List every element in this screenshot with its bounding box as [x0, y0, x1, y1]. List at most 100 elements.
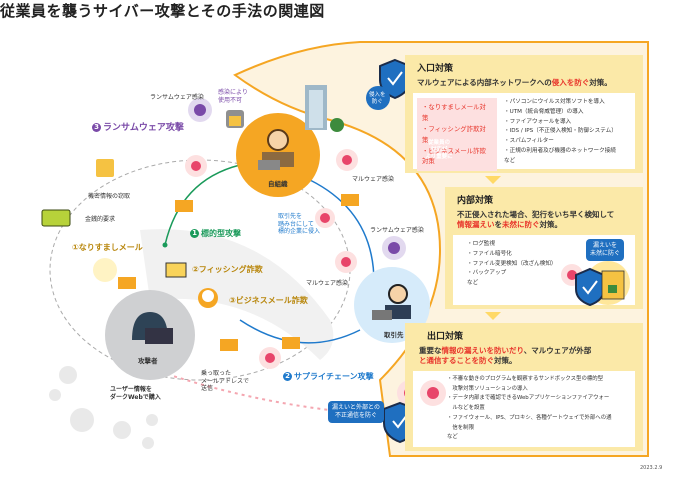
list-item: ルなどを設置	[447, 405, 485, 412]
text-run: 対策。	[589, 78, 612, 87]
employee-icon	[267, 129, 289, 151]
hijacked-mail-label: 乗っ取ったメールアドレスで送信	[201, 370, 249, 393]
hacker-icon	[70, 408, 94, 432]
list-item: 攻撃対策ソリューションの導入	[447, 385, 528, 392]
list-item: ・ファイル変更検知（改ざん検知）	[467, 260, 557, 267]
list-item: ・なりすましメール対策	[422, 103, 486, 122]
text-line: 乗っ取った	[201, 370, 232, 377]
self-org-label: 自組織	[268, 180, 288, 188]
phishing-label: ②フィッシング詐欺	[192, 265, 263, 274]
list-item: ・フィッシング詐欺対策	[422, 124, 486, 144]
text-line: 従業員の	[427, 140, 450, 146]
employee-measures-box: ・なりすましメール対策 ・フィッシング詐欺対策 ・ビジネスメール詐欺対策	[417, 98, 497, 172]
arrow-down-icon	[485, 176, 501, 184]
list-item: ・ビジネスメール詐欺対策	[422, 146, 486, 166]
text-line: 送信	[201, 385, 214, 392]
text-run: 侵入を防ぐ	[551, 78, 590, 87]
exit-heading: 出口対策	[427, 332, 464, 342]
locked-folder-icon	[96, 159, 114, 177]
mail-icon	[175, 200, 193, 212]
phishing-mail-icon	[165, 262, 187, 278]
entrance-heading: 入口対策	[417, 64, 454, 74]
mail-icon	[282, 337, 300, 349]
list-item: ・パソコンにウイルス対策ソフトを導入	[504, 99, 605, 105]
text-run: 情報漏えい	[457, 220, 495, 230]
malware-infection-partner-label: マルウェア感染	[306, 280, 349, 287]
text-line: ユーザー情報を	[110, 386, 152, 393]
hacker-icon	[146, 414, 158, 426]
text-line: 不正通信を防ぐ	[334, 412, 377, 420]
entrance-measures-panel: 入口対策 マルウェアによる内部ネットワークへの侵入を防ぐ対策。 ・なりすましメー…	[405, 55, 643, 173]
text-line: 対応が	[430, 147, 448, 154]
hacker-icon	[142, 437, 154, 449]
text-run: 未然に防ぐ	[502, 220, 540, 230]
partner-person-icon	[388, 284, 408, 304]
list-item: ・データ内部まで確認できるWebアプリケーションファイアウォー	[447, 395, 610, 402]
text-line: 感染により	[218, 89, 248, 96]
leak-return-arrow	[169, 374, 391, 416]
list-item: ・バックアップ	[467, 270, 507, 277]
employee-note: 従業員の 対応が より重要に	[425, 140, 453, 161]
entrance-description: マルウェアによる内部ネットワークへの侵入を防ぐ対策。	[417, 78, 612, 88]
text-line: 不正侵入された場合、犯行をいち早く検知して	[457, 210, 615, 219]
list-item: ・ログ監視	[467, 241, 495, 247]
text-line: 侵入を	[369, 92, 386, 98]
prevent-intrusion-label: 侵入を防ぐ	[369, 92, 386, 106]
list-item: ・ファイル暗号化	[467, 250, 512, 257]
text-run: マルウェアによる内部ネットワークへの	[417, 78, 552, 87]
unusable-label: 感染により使用不可	[218, 89, 248, 104]
list-item: ・不審な動きのプログラムを観察するサンドボックス型の標的型	[447, 376, 604, 382]
text-run: 重要な	[419, 346, 442, 355]
text-run: を	[494, 220, 503, 230]
exit-measures-panel: 出口対策 重要な情報の漏えいを防いだり、マルウェアが外部 と通信することを防ぐ対…	[405, 323, 643, 451]
internal-description: 不正侵入された場合、犯行をいち早く検知して 情報漏えいを未然に防ぐ対策。	[457, 210, 614, 230]
text-line: メールアドレスで	[201, 377, 250, 385]
internal-measures-list: ・ログ監視 ・ファイル暗号化 ・ファイル変更検知（改ざん検知） ・バックアップ …	[467, 240, 557, 289]
bec-label: ③ビジネスメール詐欺	[229, 296, 308, 305]
text-run: 対策。	[494, 356, 517, 366]
targeted-arc-start	[162, 242, 168, 248]
targeted-arc	[164, 164, 241, 246]
darkweb-label: ユーザー情報をダークWebで購入	[110, 386, 161, 401]
malware-infection-org-label: マルウェア感染	[352, 176, 395, 183]
text-line: 取引先を	[278, 213, 303, 220]
attack-name: ランサムウェア攻撃	[103, 123, 184, 133]
list-item: 信を制限	[447, 424, 474, 431]
text-line: 未然に防ぐ	[590, 250, 621, 258]
list-item: ・正規の利用者及び機器のネットワーク接続	[504, 147, 616, 154]
hacker-icon	[113, 421, 131, 439]
list-item: ・IDS / IPS（不正侵入検知・防御システム）	[504, 128, 617, 135]
arrow-down-icon	[485, 312, 501, 320]
hacker-icon	[59, 366, 77, 384]
entrance-measures-list: ・パソコンにウイルス対策ソフトを導入 ・UTM（統合脅威管理）の導入 ・ファイア…	[504, 98, 617, 166]
entrance-inner-box: ・なりすましメール対策 ・フィッシング詐欺対策 ・ビジネスメール詐欺対策 ・パソ…	[413, 93, 635, 172]
text-line: 防ぐ	[371, 98, 383, 105]
exit-inner-box: ・不審な動きのプログラムを観察するサンドボックス型の標的型 攻撃対策ソリューショ…	[413, 371, 635, 447]
attack-number-badge: 2	[283, 372, 292, 381]
prevent-intrusion-badge	[366, 86, 390, 110]
ransom-demand-label: 金銭的要求	[85, 216, 116, 223]
list-item: など	[467, 280, 479, 287]
hacker-icon	[49, 389, 61, 401]
mail-icon	[220, 339, 238, 351]
money-icon	[41, 209, 71, 227]
text-line: 漏えいを	[593, 242, 618, 249]
partner-stepping-label: 取引先を踏み台にして標的企業に侵入	[278, 213, 320, 236]
text-run: と通信することを防ぐ	[419, 356, 494, 366]
text-line: より重要に	[425, 154, 453, 161]
text-line: 踏み台にして	[278, 220, 314, 228]
list-item: ・ファイアウォールを導入	[504, 118, 572, 125]
page-title: 従業員を襲うサイバー攻撃とその手法の関連図	[0, 2, 325, 20]
internal-heading: 内部対策	[457, 196, 494, 206]
attack-name: サプライチェーン攻撃	[294, 372, 374, 381]
attack-number-badge: 3	[92, 123, 101, 132]
list-item: など	[447, 434, 458, 441]
list-item: ・スパムフィルター	[504, 138, 554, 145]
list-item: ・UTM（統合脅威管理）の導入	[504, 108, 584, 115]
exit-virus-illustration	[420, 380, 446, 406]
attacker-label: 攻撃者	[138, 357, 158, 365]
attack-name: 標的型攻撃	[201, 229, 241, 238]
